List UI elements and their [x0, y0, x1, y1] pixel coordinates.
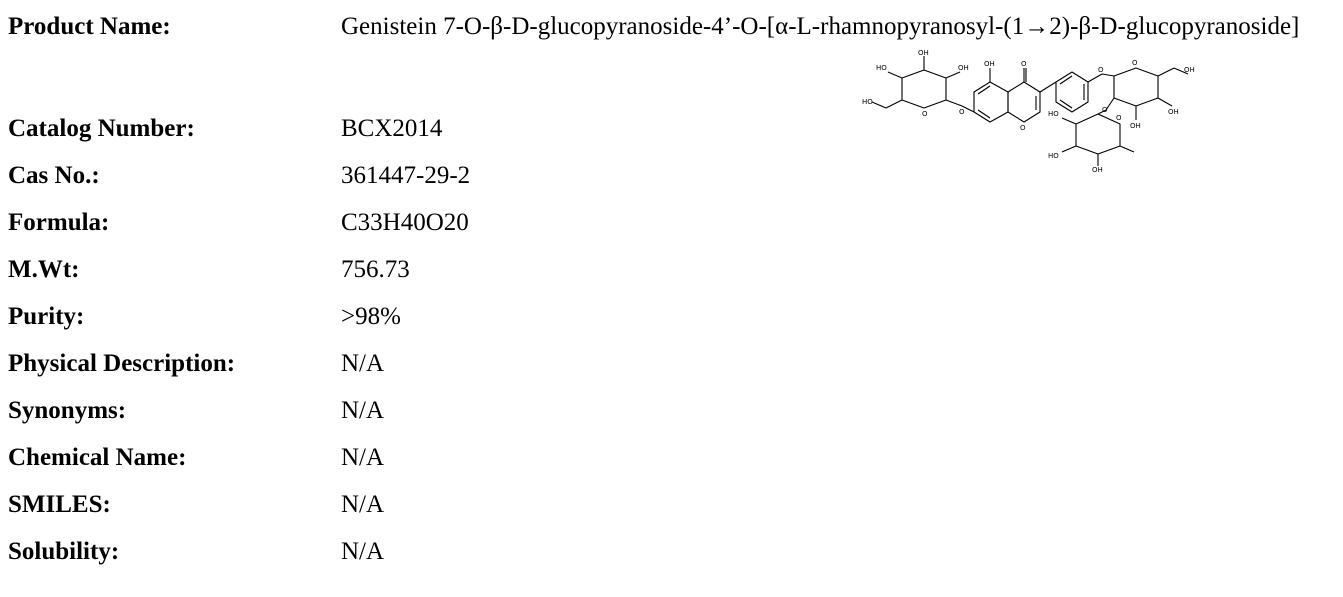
smiles-label: SMILES:	[8, 491, 111, 518]
oh-label: OH	[1168, 108, 1179, 116]
o-label: O	[1102, 106, 1108, 114]
formula-value: C33H40O20	[341, 209, 469, 236]
o-label: O	[1132, 59, 1138, 67]
product-name-label: Product Name:	[8, 13, 171, 40]
cas-no-value: 361447-29-2	[341, 162, 471, 189]
o-label: O	[1020, 124, 1026, 132]
rhamnose-ring	[1075, 113, 1121, 155]
smiles-value: N/A	[341, 491, 385, 518]
oh-label: OH	[918, 49, 929, 57]
purity-label: Purity:	[8, 303, 85, 330]
chemical-name-label: Chemical Name:	[8, 444, 187, 471]
oh-label: OH	[1092, 166, 1103, 172]
solubility-label: Solubility:	[8, 538, 120, 565]
oh-label: OH	[958, 64, 969, 72]
glucose-ring-left	[901, 69, 947, 109]
product-name-value: Genistein 7-O-β-D-glucopyranoside-4’-O-[…	[341, 13, 1300, 40]
mwt-label: M.Wt:	[8, 256, 80, 283]
solubility-value: N/A	[341, 538, 385, 565]
o-label: O	[1116, 114, 1122, 122]
glucose-ring-right	[1113, 67, 1159, 107]
mwt-value: 756.73	[341, 256, 410, 283]
physical-description-label: Physical Description:	[8, 350, 236, 377]
phenyl-b-ring	[1055, 71, 1089, 113]
o-label: O	[1021, 60, 1027, 68]
chemical-structure-image: OH OH HO HO O O OH O O O O OH OH OH O HO…	[862, 49, 1195, 172]
synonyms-label: Synonyms:	[8, 397, 127, 424]
catalog-number-label: Catalog Number:	[8, 115, 195, 142]
synonyms-value: N/A	[341, 397, 385, 424]
o-label: O	[922, 110, 928, 118]
cas-no-label: Cas No.:	[8, 162, 100, 189]
chromone-a-ring	[973, 81, 1009, 123]
ho-label: HO	[1048, 152, 1059, 160]
o-label: O	[1098, 66, 1104, 74]
ho-label: HO	[876, 64, 887, 72]
ho-label: HO	[862, 98, 873, 106]
o-label: O	[959, 108, 965, 116]
physical-description-value: N/A	[341, 350, 385, 377]
formula-label: Formula:	[8, 209, 110, 236]
oh-label: OH	[1130, 122, 1141, 130]
catalog-number-value: BCX2014	[341, 115, 443, 142]
oh-label: OH	[1184, 66, 1195, 74]
purity-value: >98%	[341, 303, 401, 330]
oh-label: OH	[984, 60, 995, 68]
ho-label: HO	[1048, 110, 1059, 118]
chemical-name-value: N/A	[341, 444, 385, 471]
